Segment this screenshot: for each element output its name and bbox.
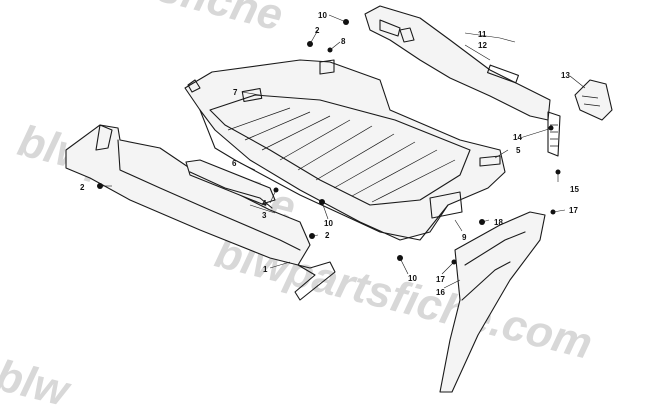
support-rod: [189, 171, 273, 209]
callout-10-bottom: 10: [408, 274, 417, 283]
watermark-line-4: blw: [0, 351, 76, 406]
strap: [547, 111, 561, 157]
callout-10-top: 10: [318, 11, 327, 20]
callout-12: 12: [478, 41, 487, 50]
callout-2-top: 2: [315, 26, 320, 35]
callout-3: 3: [262, 211, 267, 220]
callout-17-bottom: 17: [436, 275, 445, 284]
side-panel: [65, 124, 336, 301]
watermark-line-1: blwpartsfiche: [1, 0, 288, 40]
callout-6: 6: [232, 159, 237, 168]
callout-14: 14: [513, 133, 522, 142]
taillight: [574, 79, 613, 121]
callout-7: 9: [462, 233, 467, 242]
callout-10-mid: 10: [324, 219, 333, 228]
leader-lines: [100, 14, 586, 289]
callout-16: 16: [436, 288, 445, 297]
callout-18: 18: [494, 218, 503, 227]
callout-2-bottom: 2: [325, 231, 330, 240]
right-side-panel: [439, 211, 546, 393]
callout-17-right: 17: [569, 206, 578, 215]
callout-11: 11: [478, 30, 487, 39]
callout-8: 7: [233, 88, 238, 97]
callout-1: 1: [263, 265, 268, 274]
callout-15: 15: [570, 185, 579, 194]
divider-panel: [185, 159, 276, 205]
callout-13: 13: [561, 71, 570, 80]
callout-4: 4: [262, 199, 267, 208]
callout-2-left: 2: [80, 183, 85, 192]
cargo-bed: [184, 59, 506, 241]
callout-5: 5: [516, 146, 521, 155]
callout-labels: 10 2 8 11 12 13 7 14 5 6 2 15 4 17 3 10 …: [80, 11, 579, 297]
front-rail: [364, 5, 551, 121]
callout-9: 8: [341, 37, 346, 46]
